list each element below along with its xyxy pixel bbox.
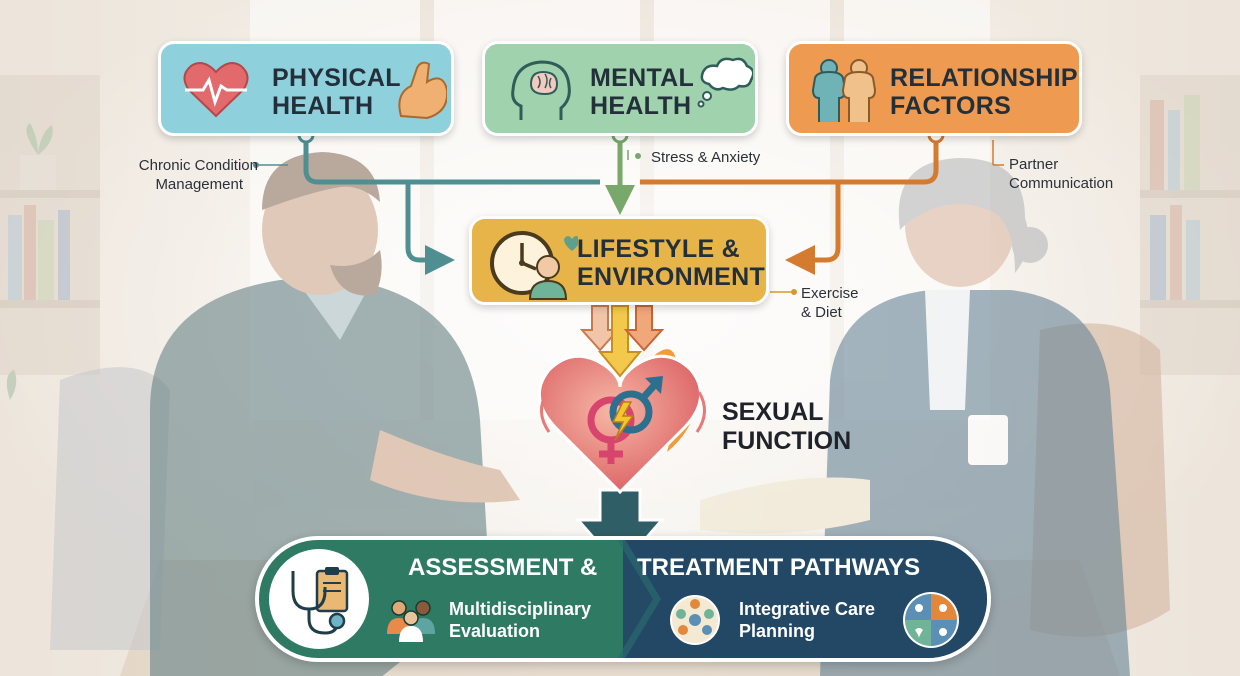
relationship-title-line2: FACTORS	[890, 92, 1012, 120]
couple-icon	[811, 59, 877, 122]
physical-title-line2: HEALTH	[272, 92, 374, 120]
physical-title-line1: PHYSICAL	[272, 64, 401, 92]
care-wheel-icon	[670, 595, 720, 645]
sexual-function-label: SEXUAL FUNCTION	[722, 398, 852, 455]
right-bookshelf	[1140, 75, 1240, 375]
down-arrows	[579, 305, 665, 378]
heart-flame-icon	[537, 349, 706, 495]
mental-title-line1: MENTAL	[590, 64, 695, 92]
left-bookshelf	[0, 75, 100, 400]
thought-cloud-icon	[697, 57, 753, 108]
care-team-icon	[387, 600, 435, 642]
relationship-connector	[640, 138, 939, 185]
gender-symbols-icon	[587, 376, 663, 464]
flexed-arm-icon	[398, 61, 447, 120]
lifestyle-title-line2: ENVIRONMENT	[577, 263, 766, 291]
relationship-to-lifestyle-arrow	[785, 182, 841, 275]
treatment-item: Integrative Care Planning	[739, 599, 876, 641]
patient-chair	[50, 367, 170, 650]
relationship-note: Partner Communication	[1009, 156, 1114, 192]
mental-note: Stress & Anxiety	[651, 149, 761, 166]
clock-icon	[490, 231, 578, 300]
stethoscope-clipboard-icon	[269, 549, 369, 649]
assessment-title: ASSESSMENT &	[408, 554, 598, 581]
physical-to-lifestyle-arrow	[405, 182, 455, 275]
relationship-factors-box: RELATIONSHIP FACTORS	[786, 41, 1082, 136]
lifestyle-environment-box: LIFESTYLE & ENVIRONMENT	[469, 216, 769, 305]
person-icon	[528, 255, 568, 300]
mental-title-line2: HEALTH	[590, 92, 692, 120]
heart-pulse-icon	[183, 62, 249, 118]
physical-note: Chronic Condition Management	[138, 157, 258, 193]
lifestyle-title-line1: LIFESTYLE &	[577, 235, 741, 263]
treatment-title: TREATMENT PATHWAYS	[637, 554, 921, 581]
physical-health-box: PHYSICAL HEALTH	[158, 41, 454, 136]
lifestyle-note: Exercise & Diet	[801, 285, 859, 321]
pathway-bar: ASSESSMENT & TREATMENT PATHWAYS Multidis…	[255, 536, 991, 662]
mental-health-box: MENTAL HEALTH	[482, 41, 758, 136]
brain-head-icon	[511, 60, 571, 120]
relationship-title-line1: RELATIONSHIP	[890, 64, 1078, 92]
assessment-item: Multidisciplinary Evaluation	[449, 599, 592, 641]
physical-connector	[303, 138, 600, 185]
care-quadrants-icon	[903, 592, 959, 648]
